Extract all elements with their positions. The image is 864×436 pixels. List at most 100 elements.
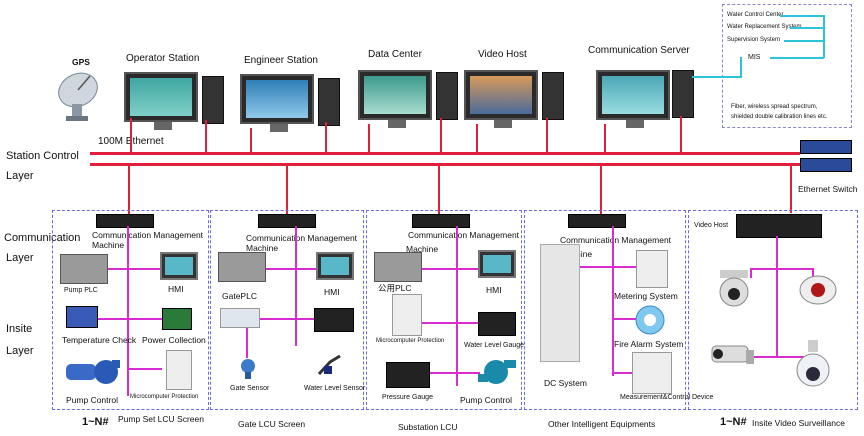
video-host-monitor [464,70,538,128]
temperature-device [66,306,98,328]
operator-monitor [124,72,198,130]
water-level-sensor-icon [317,354,341,376]
pressure-gauge-label: Pressure Gauge [382,394,433,401]
comm-server-monitor [596,70,670,128]
ethernet-switch-bottom [800,158,852,172]
substation-micro-label: Microcomputer Protection [376,338,445,344]
gate-sensor-label: Gate Sensor [230,385,270,392]
substation-plc-label: 公用PLC [378,283,412,293]
engineer-monitor [240,74,314,132]
substation-plc-rack [374,252,422,282]
substation-cmm-label-1: Communication Management [408,230,520,240]
pump-control-label: Pump Control [66,395,118,405]
video-host-box-label: Video Host [694,222,729,229]
gate-box [210,210,364,410]
dc-system-cabinet [540,244,580,362]
water-level-gauge-device [478,312,516,336]
video-host-tower [542,72,564,120]
pump-set-box [52,210,209,410]
substation-micro-device [392,294,422,336]
pump-cmm-label-1: Communication Management [92,230,204,240]
video-count-label: 1~N# [720,416,747,428]
insite-layer-label-1: Insite [6,323,33,335]
gate-cmm-label-1: Communication Management [246,233,358,243]
gate-cmm-label-2: Machine [246,243,279,253]
metering-label: Metering System [614,291,678,301]
power-collection-label: Power Collection [142,335,206,345]
ethernet-bus-top [90,152,800,155]
gate-plc-label: GatePLC [222,291,257,301]
fire-alarm-label: Fire Alarm System [614,339,684,349]
gate-comm-machine [258,214,316,228]
power-collection-device [162,308,192,330]
ptz-camera-icon [719,270,749,307]
mis-label: MIS [748,54,761,61]
pump-plc-label: Pump PLC [64,287,98,294]
gps-label: GPS [72,57,90,67]
pump-count-label: 1~N# [82,416,109,428]
gate-caption: Gate LCU Screen [238,419,306,429]
pump-icon [66,360,120,384]
other-equipment-box [524,210,686,410]
substation-hmi-device [478,250,516,278]
pump-micro-device [166,350,192,390]
gate-hmi-label: HMI [324,287,340,297]
communication-layer-label-2: Layer [6,252,34,264]
measurement-label: Measurement&Control Device [620,394,714,401]
other-cmm-label-1: Communication Management [560,235,672,245]
engineer-tower [318,78,340,126]
engineer-station-label: Engineer Station [244,55,318,66]
water-level-sensor-label: Water Level Sensor [304,385,366,392]
operator-station-label: Operator Station [126,53,200,64]
ethernet-bus-bottom [90,163,800,166]
substation-pump-icon [478,360,516,384]
substation-hmi-label: HMI [486,285,502,295]
data-center-label: Data Center [368,49,422,60]
water-control-center-label: Water Control Center [727,12,784,18]
substation-comm-machine [412,214,470,228]
bullet-camera-icon [711,345,754,364]
fiber-note-line2: shielded double calibration lines etc. [731,114,828,120]
station-control-layer-label-1: Station Control [6,150,79,162]
pump-cmm-label-2: Machine [92,240,125,250]
comm-server-label: Communication Server [588,45,690,56]
communication-layer-label-1: Communication [4,232,81,244]
video-host-device [736,214,822,238]
fire-alarm-icon [635,305,665,335]
substation-cmm-label-2: Machine [406,244,439,254]
gate-hmi-device [316,252,354,280]
pump-plc-device [60,254,108,284]
water-level-gauge-label: Water Level Gauge [464,342,525,349]
video-box [688,210,858,410]
pump-comm-machine [96,214,154,228]
insite-layer-label-2: Layer [6,345,34,357]
measurement-device [632,352,672,394]
gate-display-device [314,308,354,332]
substation-pump-control-label: Pump Control [460,395,512,405]
data-center-monitor [358,70,432,128]
pump-caption: Pump Set LCU Screen [118,414,204,424]
satellite-dish-icon [58,72,98,121]
fiber-note-line1: Fiber, wireless spread spectrum, [731,104,818,110]
comm-server-tower [672,70,694,118]
dc-system-label: DC System [544,378,587,388]
ptz-dome-camera-icon [796,340,830,387]
station-control-layer-label-2: Layer [6,170,34,182]
supervision-system-label: Supervision System [727,37,781,43]
pump-micro-label: Microcomputer Protection [130,394,199,400]
operator-tower [202,76,224,124]
gate-sensor-icon [241,359,255,379]
data-center-tower [436,72,458,120]
pump-hmi-device [160,252,198,280]
metering-device [636,250,668,288]
video-caption: Insite Video Surveillance [752,418,845,428]
other-caption: Other Intelligent Equipments [548,419,656,429]
dome-camera-icon [799,275,837,305]
video-host-label: Video Host [478,49,527,60]
water-replacement-label: Water Replacement System [727,24,802,30]
ethernet-switch-top [800,140,852,154]
substation-box [366,210,522,410]
mis-box [722,4,852,128]
ethernet-switch-label: Ethernet Switch [798,184,858,194]
pump-hmi-label: HMI [168,284,184,294]
